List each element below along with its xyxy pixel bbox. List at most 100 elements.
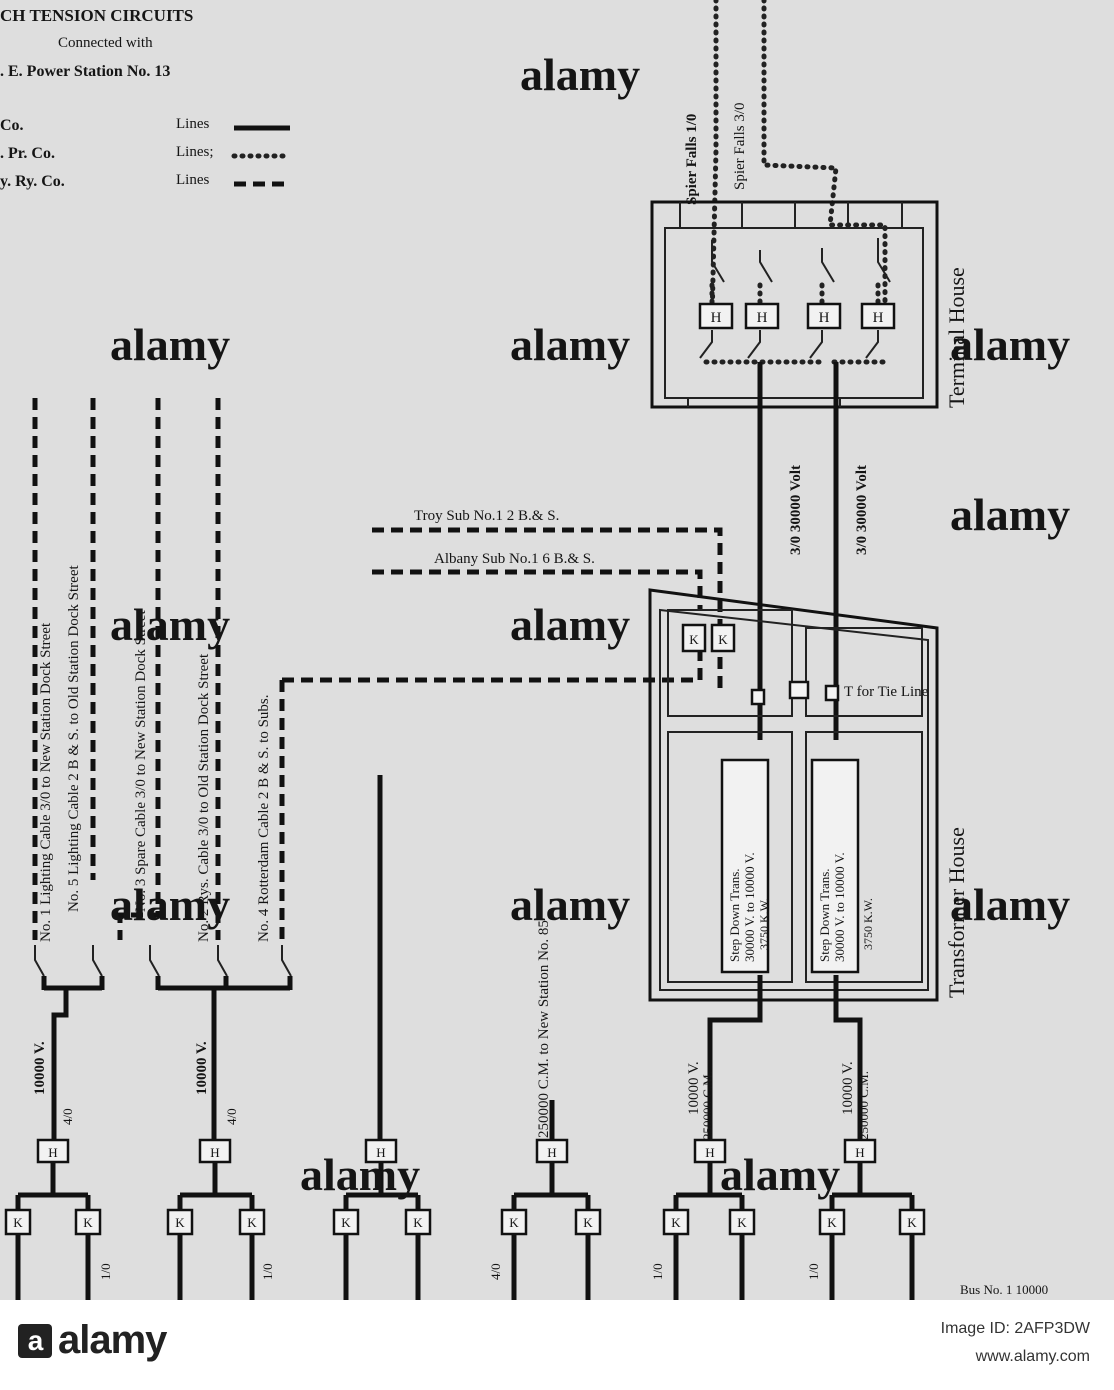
breaker: K	[500, 1208, 528, 1236]
oil-switch: H	[843, 1138, 877, 1164]
circuit-diagram: CH TENSION CIRCUITS Connected with . E. …	[0, 0, 1071, 1300]
hv-line-label-left: 3/0 30000 Volt	[788, 465, 804, 555]
bus-volt-label: 10000 V.	[194, 1041, 210, 1095]
svg-text:K: K	[413, 1215, 423, 1230]
bus-cm-label: 250000 C.M.	[700, 1071, 715, 1140]
cable-label: No. 5 Lighting Cable 2 B & S. to Old Sta…	[66, 565, 82, 912]
legend-line-2: . E. Power Station No. 13	[0, 63, 170, 80]
svg-text:Step Down Trans.: Step Down Trans.	[727, 868, 742, 962]
bus-note: Bus No. 1 10000	[960, 1282, 1048, 1297]
svg-text:H: H	[48, 1145, 57, 1160]
svg-text:H: H	[711, 310, 722, 326]
svg-text:30000 V. to 10000 V.: 30000 V. to 10000 V.	[832, 852, 847, 962]
svg-text:H: H	[547, 1145, 556, 1160]
breaker: K	[4, 1208, 32, 1236]
watermark: alamy	[110, 319, 230, 370]
footer-url: www.alamy.com	[975, 1348, 1090, 1365]
svg-text:K: K	[83, 1215, 93, 1230]
watermark: alamy	[950, 489, 1070, 540]
breaker: K	[710, 623, 736, 653]
watermark: alamy	[720, 1149, 840, 1200]
bus-size-label: 4/0	[60, 1108, 75, 1125]
svg-text:30000 V. to 10000 V.: 30000 V. to 10000 V.	[742, 852, 757, 962]
bus-size-label: 1/0	[806, 1263, 821, 1280]
oil-switch: H	[860, 302, 896, 330]
watermark: alamy	[300, 1149, 420, 1200]
breaker: K	[574, 1208, 602, 1236]
svg-text:H: H	[819, 310, 830, 326]
spier-falls-lines: Spier Falls 1/0 Spier Falls 3/0	[684, 0, 888, 323]
watermark: alamy	[520, 49, 640, 100]
sub-feeders: Troy Sub No.1 2 B.& S. Albany Sub No.1 6…	[282, 508, 723, 690]
svg-text:3750 K.W.: 3750 K.W.	[757, 898, 771, 950]
svg-text:H: H	[210, 1145, 219, 1160]
svg-text:K: K	[583, 1215, 593, 1230]
switch-group	[34, 945, 293, 1140]
legend-row-owner: . Pr. Co.	[0, 145, 55, 162]
oil-switch: H	[806, 302, 842, 330]
svg-text:K: K	[737, 1215, 747, 1230]
watermark: alamy	[950, 319, 1070, 370]
breaker: K	[662, 1208, 690, 1236]
svg-text:K: K	[247, 1215, 257, 1230]
oil-switch: H	[744, 302, 780, 330]
bus-size-label: 4/0	[224, 1108, 239, 1125]
bus-volt-label: 10000 V.	[686, 1061, 702, 1115]
svg-text:K: K	[718, 632, 728, 647]
svg-text:H: H	[376, 1145, 385, 1160]
bus-volt-label: 10000 V.	[840, 1061, 856, 1115]
breaker: K	[728, 1208, 756, 1236]
legend: CH TENSION CIRCUITS Connected with . E. …	[0, 6, 293, 190]
watermark: alamy	[950, 879, 1070, 930]
svg-text:H: H	[873, 310, 884, 326]
oil-switch: H	[198, 1138, 232, 1164]
oil-switch: H	[535, 1138, 569, 1164]
bus-volt-label: 10000 V.	[32, 1041, 48, 1095]
cable-label: No. 3 Spare Cable 3/0 to New Station Doc…	[133, 610, 149, 912]
breaker: K	[681, 623, 707, 653]
breaker: K	[404, 1208, 432, 1236]
bus-size-label: 1/0	[650, 1263, 665, 1280]
svg-text:K: K	[13, 1215, 23, 1230]
breaker: K	[898, 1208, 926, 1236]
cable-label: No. 1 Lighting Cable 3/0 to New Station …	[38, 622, 54, 942]
oil-switch: H	[698, 302, 734, 330]
svg-text:Step Down Trans.: Step Down Trans.	[817, 868, 832, 962]
svg-text:3750 K.W.: 3750 K.W.	[861, 898, 875, 950]
transformer-house-label: Transformer House	[944, 827, 969, 998]
legend-row-owner: y. Ry. Co.	[0, 173, 65, 190]
breaker: K	[166, 1208, 194, 1236]
watermark-layer: alamy alamy alamy alamy alamy alamy alam…	[110, 49, 1070, 1200]
cable-label: No. 4 Rotterdam Cable 2 B & S. to Subs.	[256, 695, 272, 943]
breaker: K	[238, 1208, 266, 1236]
legend-line-1: Connected with	[58, 35, 153, 51]
svg-text:K: K	[175, 1215, 185, 1230]
terminal-house: H H H H Terminal House	[650, 200, 969, 409]
bus-cm-label: 250000 C.M.	[856, 1071, 871, 1140]
svg-text:H: H	[855, 1145, 864, 1160]
watermark: alamy	[510, 879, 630, 930]
legend-row-owner: Co.	[0, 117, 24, 134]
watermark: alamy	[510, 599, 630, 650]
svg-text:H: H	[757, 310, 768, 326]
transformer-house: K K T for Tie Line Step Down Trans. 3000…	[648, 588, 969, 1002]
cable-feeders: No. 1 Lighting Cable 3/0 to New Station …	[32, 398, 285, 943]
footer-brand: alamy	[58, 1318, 167, 1362]
svg-text:H: H	[705, 1145, 714, 1160]
legend-row-label: Lines;	[176, 144, 214, 160]
breaker: K	[332, 1208, 360, 1236]
bus-legs	[15, 1234, 915, 1300]
svg-text:K: K	[509, 1215, 519, 1230]
legend-title: CH TENSION CIRCUITS	[0, 6, 193, 25]
image-id: Image ID: 2AFP3DW	[940, 1320, 1090, 1337]
spier-falls-label-a: Spier Falls 1/0	[684, 114, 700, 205]
watermark: alamy	[110, 879, 230, 930]
svg-text:K: K	[689, 632, 699, 647]
troy-sub-label: Troy Sub No.1 2 B.& S.	[414, 508, 559, 524]
step-down-transformer: Step Down Trans. 30000 V. to 10000 V. 37…	[720, 758, 771, 974]
bus-size-label: 4/0	[488, 1263, 503, 1280]
svg-text:K: K	[341, 1215, 351, 1230]
legend-row-label: Lines	[176, 172, 209, 188]
